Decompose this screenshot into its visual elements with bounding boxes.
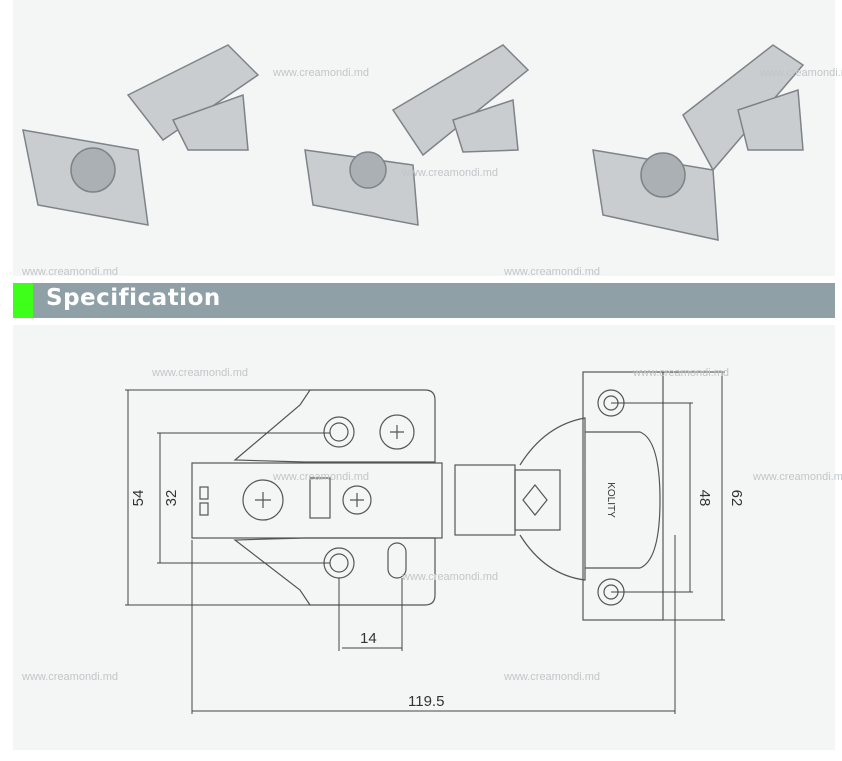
watermark: www.creamondi.md <box>402 571 498 583</box>
section-header: Specification <box>13 283 835 318</box>
hinge-photo-3 <box>592 44 805 241</box>
dim-plate-height: 62 <box>728 490 745 507</box>
screw <box>342 485 372 515</box>
dim-inner-height: 32 <box>163 490 180 507</box>
accent-marker <box>13 283 33 318</box>
hinge-photo-1 <box>22 44 260 226</box>
watermark: www.creamondi.md <box>504 671 600 683</box>
watermark: www.creamondi.md <box>753 471 842 483</box>
dim-outer-height: 54 <box>130 490 147 507</box>
watermark: www.creamondi.md <box>152 367 248 379</box>
watermark: www.creamondi.md <box>22 671 118 683</box>
mounting-plate <box>582 371 664 621</box>
hinge-photo-2 <box>304 44 530 226</box>
watermark: www.creamondi.md <box>402 167 498 179</box>
watermark: www.creamondi.md <box>273 471 369 483</box>
watermark: www.creamondi.md <box>504 266 600 278</box>
watermark: www.creamondi.md <box>760 67 842 79</box>
arm-body <box>191 462 443 539</box>
product-photos <box>13 0 835 276</box>
watermark: www.creamondi.md <box>273 67 369 79</box>
watermark: www.creamondi.md <box>633 367 729 379</box>
arm-lower-wing <box>233 537 436 606</box>
brand-mark: KOLITY <box>605 482 616 518</box>
cup <box>519 417 586 581</box>
screw <box>379 414 415 450</box>
dim-plate-hole-spacing: 48 <box>696 490 713 507</box>
watermark: www.creamondi.md <box>22 266 118 278</box>
section-title: Specification <box>46 285 221 311</box>
hinge-photos <box>22 44 805 241</box>
screw <box>242 479 284 521</box>
dim-hole-spacing: 14 <box>360 630 377 647</box>
arm-upper-wing <box>233 389 436 463</box>
knuckle <box>454 464 516 536</box>
dim-total-length: 119.5 <box>408 693 444 710</box>
